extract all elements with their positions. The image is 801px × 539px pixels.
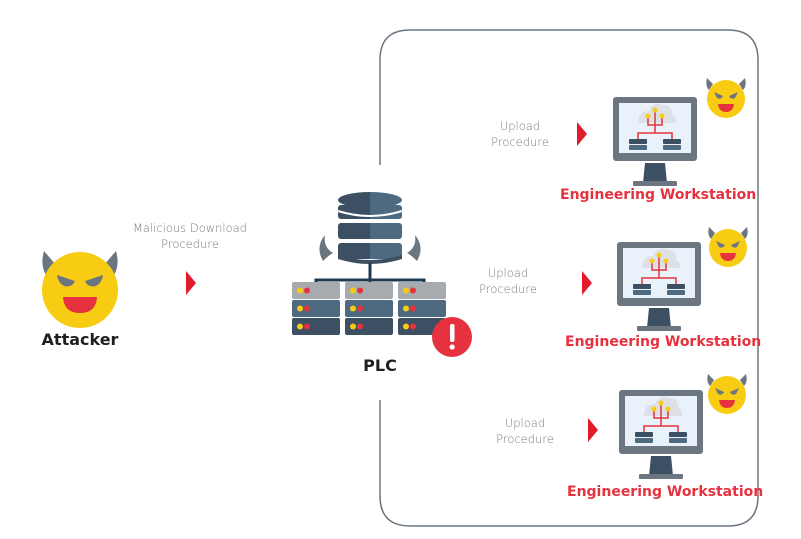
computer-monitor-icon (619, 390, 703, 479)
computer-monitor-icon (617, 242, 701, 331)
upload-label-line1: Upload (504, 416, 546, 430)
plc-label: PLC (363, 356, 397, 375)
devil-face-icon (706, 78, 746, 118)
download-label-line2: Procedure (161, 237, 219, 251)
workstation-label: Engineering Workstation (560, 187, 757, 203)
computer-monitor-icon (613, 97, 697, 186)
server-racks-icon (292, 282, 446, 335)
upload-label: Upload Procedure (480, 118, 560, 150)
upload-arrow (582, 271, 592, 295)
upload-arrow (577, 122, 587, 146)
upload-label: Upload Procedure (485, 415, 565, 447)
devil-face-icon (42, 251, 118, 328)
workstation-label: Engineering Workstation (565, 334, 762, 350)
upload-label-line2: Procedure (479, 282, 537, 296)
devil-face-icon (707, 374, 747, 414)
download-label-line1: Malicious Download (132, 221, 247, 235)
workstation-label: Engineering Workstation (567, 484, 764, 500)
download-arrow (186, 271, 196, 295)
upload-label: Upload Procedure (468, 265, 548, 297)
attacker-label: Attacker (41, 330, 119, 349)
upload-arrow (588, 418, 598, 442)
upload-label-line2: Procedure (496, 432, 554, 446)
devil-face-icon (708, 227, 748, 267)
download-label: Malicious Download Procedure (115, 220, 265, 252)
upload-label-line2: Procedure (491, 135, 549, 149)
upload-label-line1: Upload (499, 119, 541, 133)
exclamation-alert-icon (432, 317, 472, 357)
upload-label-line1: Upload (487, 266, 529, 280)
